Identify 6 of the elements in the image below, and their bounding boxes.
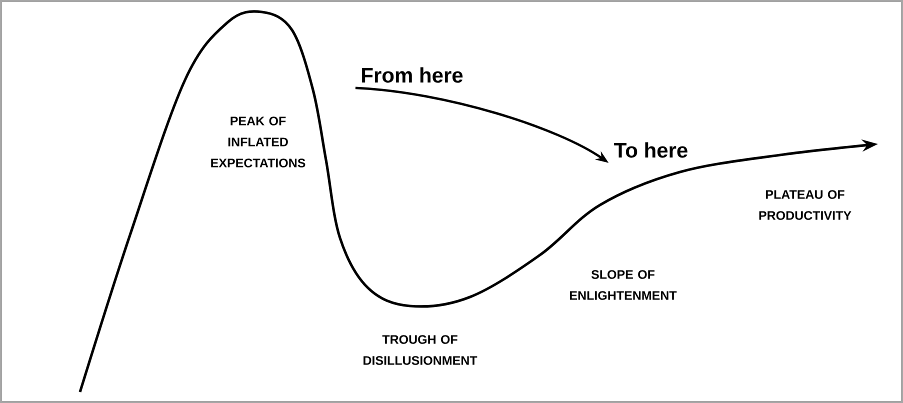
annotation-text: From here xyxy=(362,67,463,83)
annotation-text: To here xyxy=(614,142,688,158)
phase-label: PLATEAU OF PRODUCTIVITY xyxy=(759,190,852,220)
phase-label: PEAK OF INFLATED EXPECTATIONS xyxy=(211,116,306,168)
phase-label: TROUGH OF DISILLUSIONMENT xyxy=(364,335,478,365)
phase-label: SLOPE OF ENLIGHTENMENT xyxy=(570,270,677,300)
